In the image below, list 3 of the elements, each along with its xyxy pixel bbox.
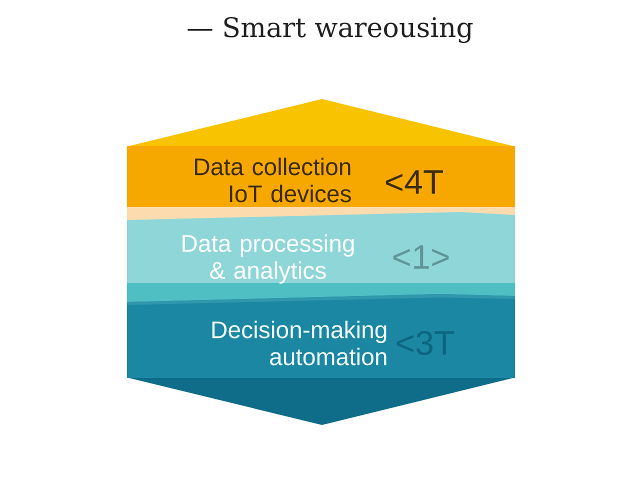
value-label: <4T [386, 170, 443, 194]
value-label: <1> [393, 245, 449, 269]
title: — Smart wareousing [188, 16, 473, 44]
